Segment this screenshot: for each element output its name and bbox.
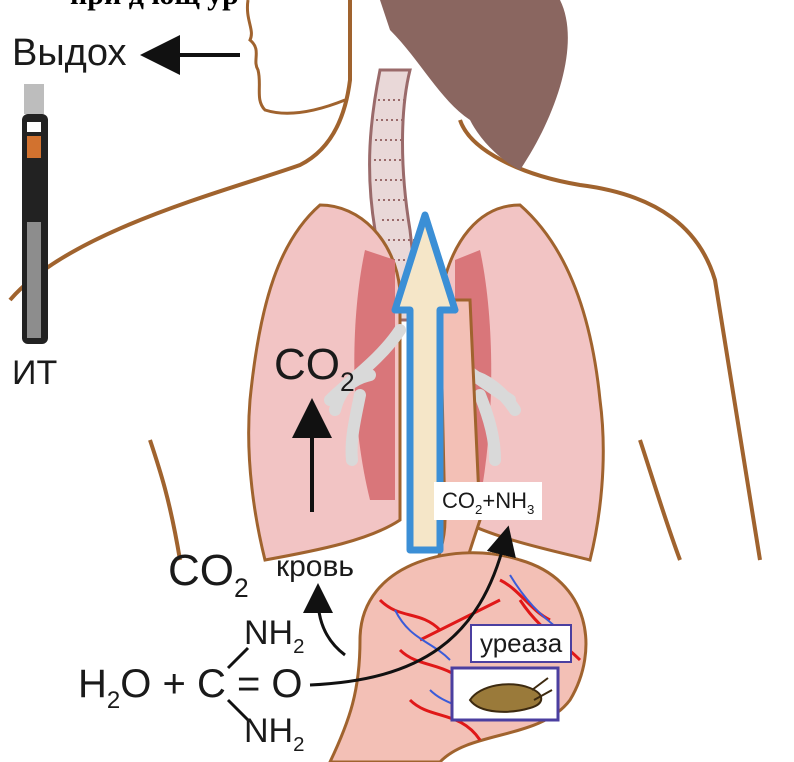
co2-lungs-label: CO2 <box>274 340 355 390</box>
urea-to-co2-arrow <box>318 598 345 655</box>
products-label: CO2+NH3 <box>434 482 542 520</box>
bacterium-box <box>452 668 558 720</box>
right-arm-outline <box>640 440 680 560</box>
blood-label: кровь <box>276 550 354 584</box>
left-arm-outline <box>150 440 180 560</box>
urea-nh2-bottom: NH2 <box>244 712 304 751</box>
urea-nh2-top: NH2 <box>244 614 304 653</box>
urease-label: уреаза <box>470 624 572 663</box>
urea-equation: H2O + C = O <box>78 662 303 707</box>
head-outline <box>247 0 345 113</box>
co2-stomach-label: CO2 <box>168 546 249 596</box>
breath-test-tube <box>22 84 48 344</box>
tube-label: ИТ <box>12 354 57 393</box>
heading-fragment: при д ющ ур <box>70 0 239 12</box>
exhale-label: Выдох <box>12 32 127 75</box>
